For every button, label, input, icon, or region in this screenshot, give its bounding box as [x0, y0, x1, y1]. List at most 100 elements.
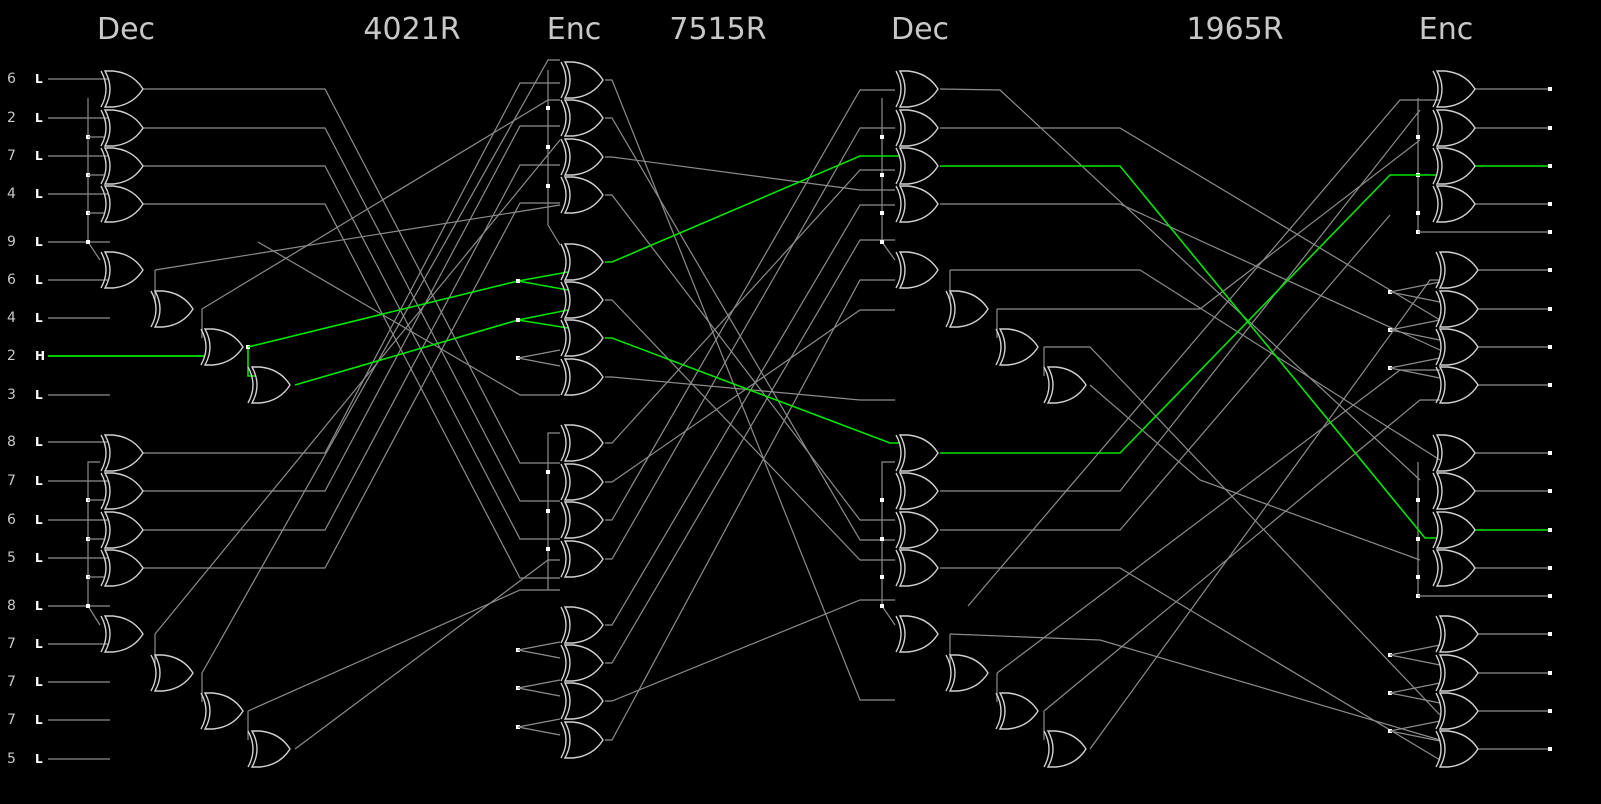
- xor-gate: [1435, 185, 1476, 223]
- input-state-toggle[interactable]: L: [35, 273, 43, 287]
- input-digit: 5: [7, 550, 16, 566]
- input-state-toggle[interactable]: L: [35, 474, 43, 488]
- xor-gate: [563, 721, 604, 759]
- xor-gate-back: [100, 251, 107, 289]
- wire: [881, 98, 896, 261]
- junction-dot: [1548, 632, 1552, 636]
- wire: [1043, 399, 1440, 712]
- junction-dot: [880, 498, 884, 502]
- xor-gate: [563, 540, 604, 578]
- wire: [605, 169, 895, 444]
- junction-dot: [1548, 345, 1552, 349]
- input-state-toggle[interactable]: L: [35, 752, 43, 766]
- junction-dot: [1548, 202, 1552, 206]
- wire: [517, 687, 561, 697]
- xor-gate-back: [560, 281, 567, 319]
- xor-gate: [103, 472, 144, 510]
- xor-gate-back: [1043, 366, 1050, 404]
- junction-dot: [1548, 126, 1552, 130]
- xor-gate-back: [945, 290, 952, 328]
- xor-gate: [563, 319, 604, 357]
- xor-gate: [563, 644, 604, 682]
- input-state-toggle[interactable]: L: [35, 637, 43, 651]
- input-state-toggle[interactable]: H: [35, 349, 46, 363]
- wire: [967, 99, 1440, 607]
- xor-gate: [563, 243, 604, 281]
- input-state-toggle[interactable]: L: [35, 599, 43, 613]
- input-state-toggle[interactable]: L: [35, 311, 43, 325]
- xor-gate: [898, 70, 939, 108]
- junction-dot: [1548, 747, 1552, 751]
- input-state-toggle[interactable]: L: [35, 235, 43, 249]
- xor-gate: [563, 501, 604, 539]
- xor-gate: [103, 434, 144, 472]
- junction-dot: [1548, 164, 1552, 168]
- xor-gate-back: [1432, 434, 1439, 472]
- wire: [605, 376, 895, 401]
- xor-gate-back: [560, 540, 567, 578]
- xor-gate: [1435, 70, 1476, 108]
- xor-gate-back: [1435, 730, 1442, 768]
- xor-gate: [563, 61, 604, 99]
- xor-gate-back: [247, 366, 254, 404]
- column-header: Enc: [546, 12, 602, 47]
- input-state-toggle[interactable]: L: [35, 513, 43, 527]
- xor-gate: [1438, 615, 1479, 653]
- input-state-toggle[interactable]: L: [35, 713, 43, 727]
- input-state-toggle[interactable]: L: [35, 551, 43, 565]
- wire: [1389, 357, 1441, 369]
- xor-gate: [103, 251, 144, 289]
- input-state-toggle[interactable]: L: [35, 72, 43, 86]
- column-header: 7515R: [669, 12, 767, 47]
- xor-gate-back: [895, 615, 902, 653]
- input-digit: 3: [7, 387, 16, 403]
- xor-gate-back: [100, 70, 107, 108]
- active-wire: [605, 155, 900, 263]
- xor-gate: [1435, 472, 1476, 510]
- input-state-toggle[interactable]: L: [35, 187, 43, 201]
- input-digit: 6: [7, 272, 16, 288]
- junction-dot: [1548, 87, 1552, 91]
- xor-gate-back: [150, 290, 157, 328]
- input-state-toggle[interactable]: L: [35, 111, 43, 125]
- xor-gate: [1438, 328, 1479, 366]
- wire: [605, 299, 895, 561]
- wire: [1389, 644, 1441, 656]
- junction-dot: [880, 240, 884, 244]
- junction-dot: [880, 135, 884, 139]
- xor-gate-back: [100, 511, 107, 549]
- input-digit: 6: [7, 512, 16, 528]
- junction-dot: [880, 575, 884, 579]
- wire: [940, 109, 1421, 492]
- xor-gate-back: [895, 549, 902, 587]
- input-state-toggle[interactable]: L: [35, 675, 43, 689]
- xor-gate-back: [200, 692, 207, 730]
- xor-gate: [563, 424, 604, 462]
- xor-gate: [898, 472, 939, 510]
- input-state-toggle[interactable]: L: [35, 149, 43, 163]
- xor-gate: [1438, 251, 1479, 289]
- column-header: Dec: [890, 12, 950, 47]
- wire: [1389, 319, 1441, 331]
- xor-gate-back: [895, 434, 902, 472]
- xor-gate: [1438, 366, 1479, 404]
- xor-gate-back: [560, 721, 567, 759]
- input-state-toggle[interactable]: L: [35, 435, 43, 449]
- junction-dot: [880, 211, 884, 215]
- wire: [605, 117, 895, 541]
- wire: [143, 165, 560, 540]
- xor-gate-back: [100, 185, 107, 223]
- xor-gate: [563, 281, 604, 319]
- input-digit: 9: [7, 234, 16, 250]
- wire: [143, 203, 560, 579]
- xor-gate-back: [100, 109, 107, 147]
- wire: [949, 633, 1441, 741]
- xor-gate-back: [560, 99, 567, 137]
- input-state-toggle[interactable]: L: [35, 388, 43, 402]
- xor-gate: [103, 70, 144, 108]
- junction-dot: [1548, 489, 1552, 493]
- xor-gate: [1435, 434, 1476, 472]
- wire: [87, 461, 100, 606]
- junction-dot: [1548, 451, 1552, 455]
- wire: [605, 279, 895, 741]
